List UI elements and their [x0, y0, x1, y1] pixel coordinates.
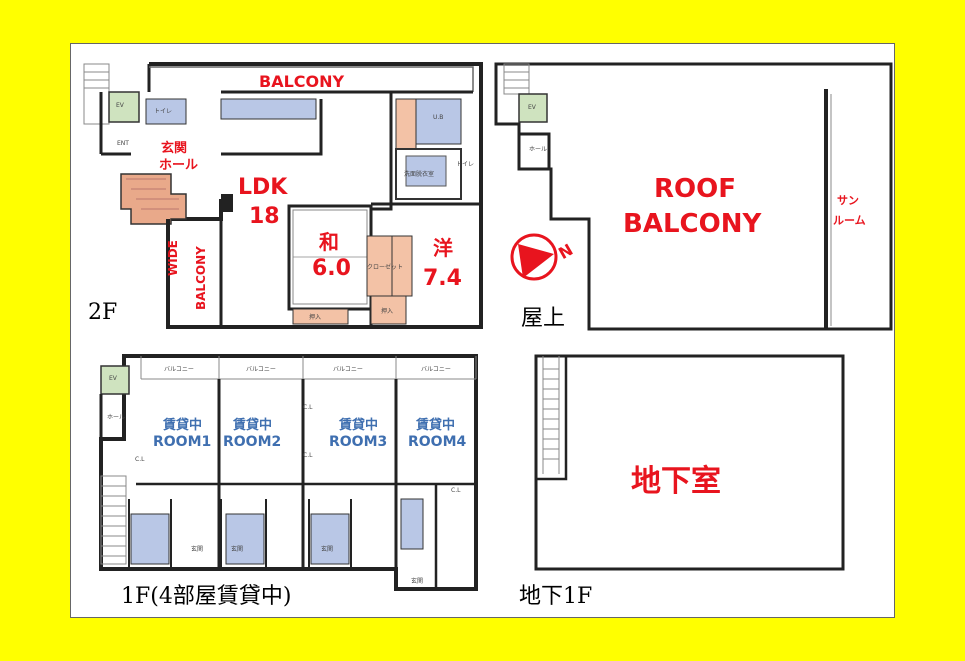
closet-label: クローゼット: [367, 264, 404, 271]
balcony-1f-label-1: バルコニー: [164, 366, 194, 373]
washroom-label: 洗面脱衣室: [404, 171, 435, 178]
ldk-size-label: 18: [249, 204, 280, 229]
sunroom-label-2: ルーム: [833, 214, 866, 227]
washroom: [405, 155, 447, 187]
balcony-1f-label-4: バルコニー: [421, 366, 451, 373]
wide-label: WIDE: [166, 240, 180, 276]
room2-status: 賃貸中: [233, 418, 273, 433]
roof-label: ROOF: [654, 174, 736, 204]
ev-1f-label: EV: [109, 375, 117, 382]
compass: [510, 233, 558, 281]
genkan-1f-label-1: 玄関: [191, 546, 204, 553]
sunroom-label-1: サン: [837, 194, 859, 207]
yoshitsu-size-label: 7.4: [423, 266, 462, 291]
oshiire-label-1: 押入: [309, 314, 322, 321]
genkan-1f-label-3: 玄関: [321, 546, 334, 553]
toilet-2f-2-label: トイレ: [456, 161, 475, 168]
hall-roof-label: ホール: [529, 146, 548, 153]
basement-room-label: 地下室: [631, 464, 721, 499]
balcony-1f-label-3: バルコニー: [333, 366, 363, 373]
ub-label: U.B: [433, 114, 444, 121]
washitsu-size-label: 6.0: [312, 256, 351, 281]
cl-1f-label-3: C.L: [303, 452, 313, 459]
rooftop-floor-label: 屋上: [521, 306, 566, 331]
room1-status: 賃貸中: [163, 418, 203, 433]
room3-name: ROOM3: [329, 434, 388, 450]
genkan-1f-label-2: 玄関: [231, 546, 244, 553]
elevator-roof: [518, 93, 548, 123]
floor-2f-plan: [83, 62, 483, 329]
room2-name: ROOM2: [223, 434, 282, 450]
hall-1f-label: ホール: [107, 414, 126, 421]
rooftop-plan: [494, 62, 893, 331]
floor-1f-plan: [99, 354, 478, 591]
floor-plan-drawing: [83, 62, 893, 591]
room4-name: ROOM4: [408, 434, 467, 450]
floor-plan-sheet: 2F BALCONY 玄関 ホール LDK 18 和 6.0 洋 7.4 WID…: [70, 43, 895, 618]
ev-2f-label: EV: [116, 102, 124, 109]
cl-1f-label-1: C.L: [135, 456, 145, 463]
basement-plan: [534, 354, 845, 571]
cl-1f-label-4: C.L: [451, 487, 461, 494]
basement-floor-label: 地下1F: [519, 584, 593, 609]
ev-roof-label: EV: [528, 104, 536, 111]
balcony-label: BALCONY: [259, 72, 345, 91]
yoshitsu-label: 洋: [433, 236, 453, 260]
floor-1f-label: 1F(4部屋賃貸中): [121, 584, 292, 609]
elevator-2f: [108, 91, 140, 123]
wide-balcony-label: BALCONY: [194, 246, 208, 310]
room3-status: 賃貸中: [339, 418, 379, 433]
balcony-1f-label-2: バルコニー: [246, 366, 276, 373]
hall-label: ホール: [159, 158, 199, 173]
room4-status: 賃貸中: [416, 418, 456, 433]
toilet-2f-label: トイレ: [154, 108, 173, 115]
oshiire-label-2: 押入: [381, 308, 394, 315]
toilet-2f: [145, 98, 187, 125]
bath-unit: [415, 98, 462, 145]
genkan-1f-label-4: 玄関: [411, 578, 424, 585]
ldk-label: LDK: [238, 175, 288, 200]
cl-1f-label-2: C.L: [303, 404, 313, 411]
ent-label: ENT: [117, 140, 129, 147]
washitsu-label: 和: [319, 230, 339, 254]
roof-balcony-label: BALCONY: [623, 209, 762, 239]
entrance-label: 玄関: [161, 141, 188, 156]
elevator-1f: [100, 365, 130, 395]
kitchen-counter: [220, 98, 317, 120]
floor-2f-label: 2F: [88, 300, 118, 325]
room1-name: ROOM1: [153, 434, 212, 450]
